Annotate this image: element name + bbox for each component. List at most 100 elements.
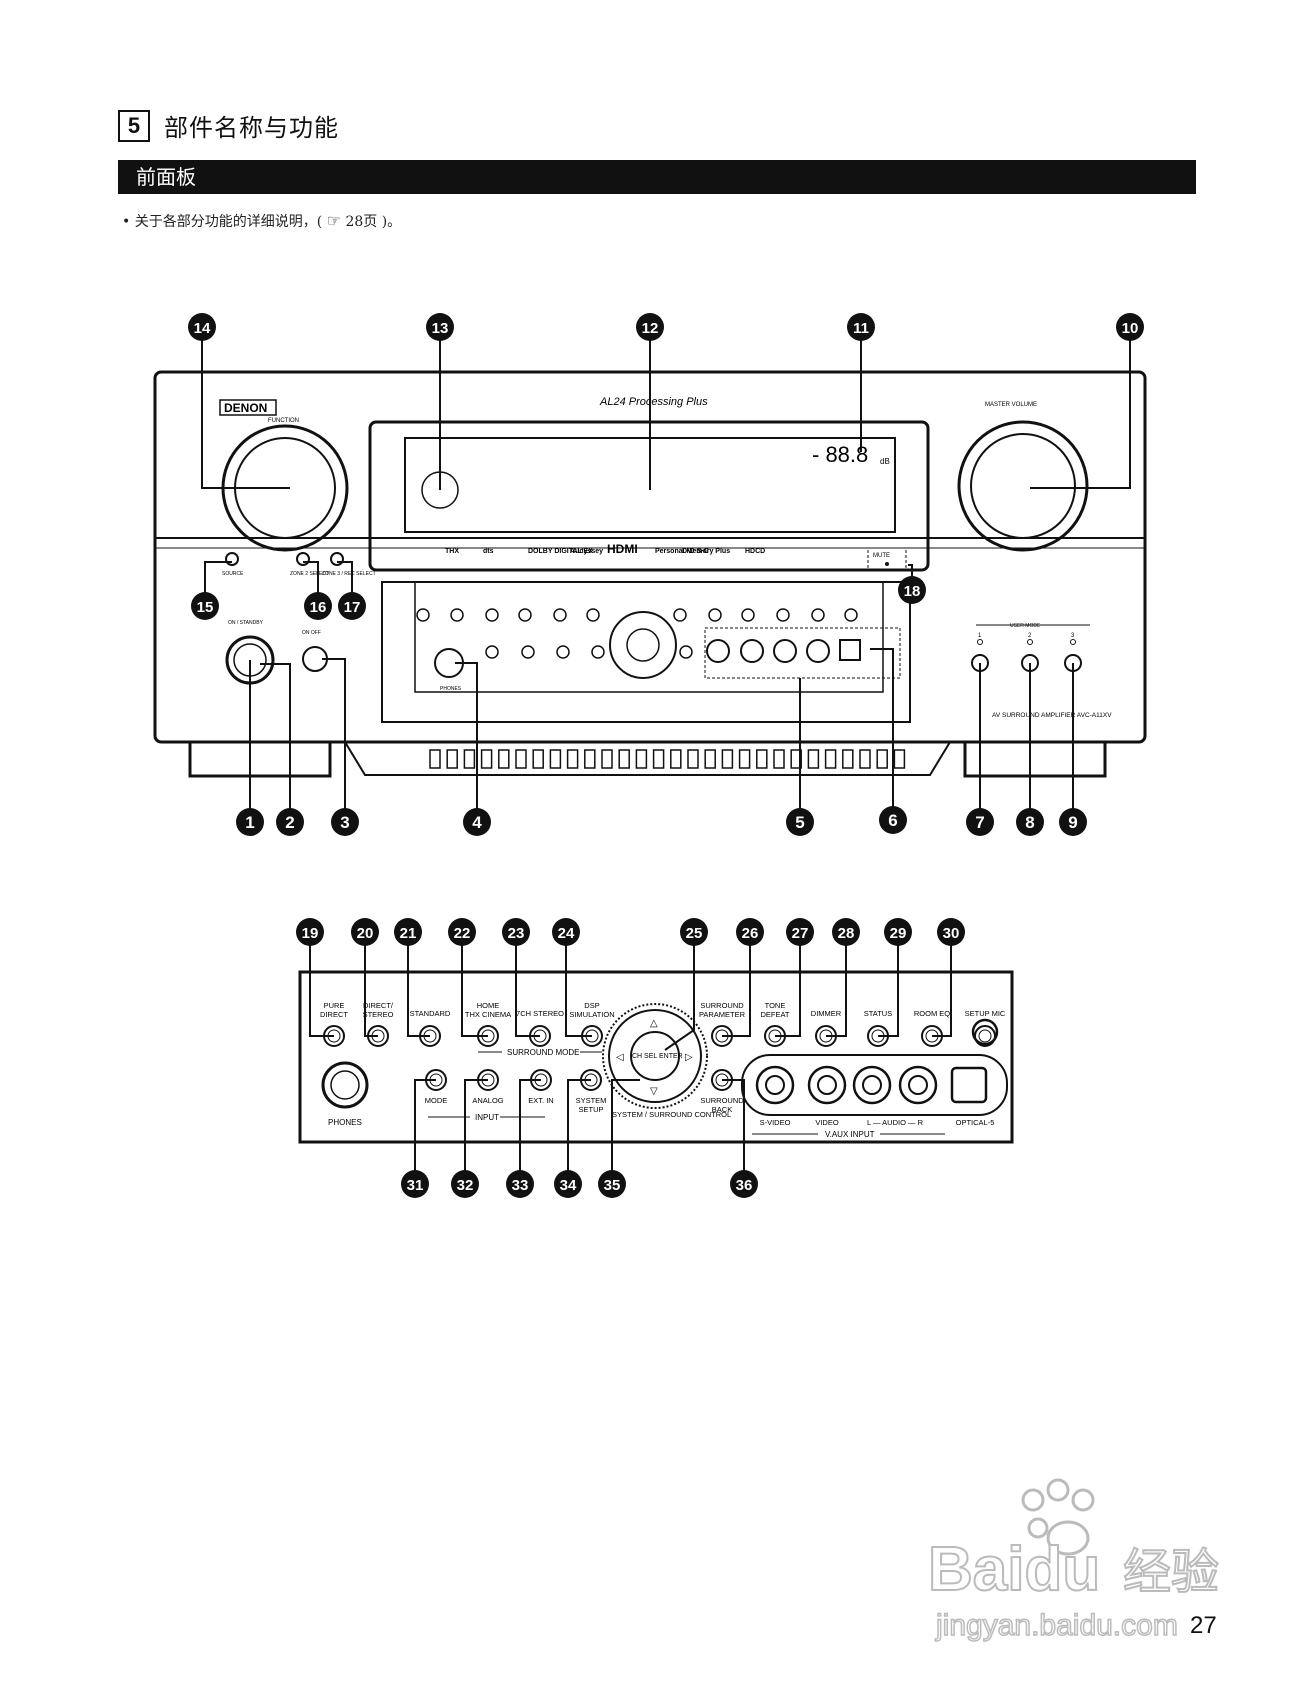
vent-slot (429, 749, 441, 769)
vent-slot (756, 749, 768, 769)
callout-marker (966, 808, 994, 836)
surround-mode-label: SURROUND MODE (507, 1048, 579, 1057)
callout-marker (506, 1170, 534, 1198)
callout-number: 19 (302, 925, 319, 942)
callout-marker (879, 806, 907, 834)
callout-number: 18 (904, 583, 921, 600)
aux-jack[interactable] (898, 1065, 938, 1105)
source-label: SOURCE (222, 571, 244, 577)
detail-button-label: STATUS (864, 1009, 892, 1018)
dial-caption: SYSTEM / SURROUND CONTROL (612, 1110, 731, 1119)
callout-marker (331, 808, 359, 836)
callout-marker (296, 918, 324, 946)
on-off-label: ON OFF (302, 630, 321, 636)
logo-1: dts (483, 548, 494, 555)
callout-marker (598, 1170, 626, 1198)
aux-jack-label: L — AUDIO — R (867, 1118, 924, 1127)
logo-3: Audyssey (570, 548, 603, 555)
aux-jack[interactable] (807, 1065, 847, 1105)
user-mode-number: 1 (978, 633, 982, 639)
callout-marker (730, 1170, 758, 1198)
mini-button (844, 608, 858, 622)
setup-mic-jack[interactable] (971, 1018, 999, 1046)
callout-marker (786, 808, 814, 836)
callout-number: 8 (1025, 813, 1034, 832)
zone3-label: ZONE 3 / REC SELECT (322, 571, 376, 577)
logo-7: HDCD (745, 548, 765, 555)
vent-slot (532, 749, 544, 769)
mini-button (586, 608, 600, 622)
detail-phones-label: PHONES (328, 1118, 362, 1127)
callout-number: 13 (432, 320, 449, 337)
detail-button-label: DIMMER (811, 1009, 842, 1018)
logo-6: D·D·S·C (682, 548, 709, 555)
mini-button (741, 608, 755, 622)
callout-marker (680, 918, 708, 946)
callout-number: 14 (194, 320, 211, 337)
callout-number: 16 (310, 599, 327, 616)
callout-marker (552, 918, 580, 946)
vent-slot (566, 749, 579, 769)
aux-jack-label: OPTICAL-5 (956, 1118, 995, 1127)
callout-number: 32 (457, 1177, 474, 1194)
section-title: 部件名称与功能 (164, 114, 339, 142)
subsection-bar: 前面板 (118, 160, 1196, 194)
mini-button (485, 608, 499, 622)
mini-jack (773, 639, 797, 663)
callout-number: 34 (560, 1177, 577, 1194)
master-volume-label: MASTER VOLUME (985, 402, 1037, 408)
vent-slot (893, 749, 906, 769)
subsection-title: 前面板 (136, 165, 196, 189)
note-text: 关于各部分功能的详细说明，( (134, 214, 323, 230)
display-unit: dB (880, 457, 890, 466)
callout-marker (898, 576, 926, 604)
detail-button-label: SETUP MIC (965, 1009, 1006, 1018)
vent-slot (687, 749, 699, 769)
user-mode-number: 3 (1071, 633, 1075, 639)
section-header: 5 部件名称与功能 (118, 108, 339, 143)
logo-2: DOLBY DIGITAL EX (528, 548, 593, 555)
detail-button[interactable] (974, 1025, 996, 1047)
callout-number: 17 (344, 599, 361, 616)
callout-marker (1016, 808, 1044, 836)
display-readout: - 88.8 (812, 442, 868, 467)
mini-button (673, 608, 687, 622)
watermark-url: jingyan.baidu.com (935, 1609, 1178, 1642)
aux-group-label: V.AUX INPUT (825, 1130, 875, 1139)
callout-number: 1 (245, 813, 254, 832)
vent-slot (670, 749, 682, 769)
callout-number: 9 (1068, 813, 1077, 832)
callout-marker (276, 808, 304, 836)
callout-marker (191, 592, 219, 620)
mini-button (521, 645, 535, 659)
callout-number: 24 (558, 925, 575, 942)
callout-marker (736, 918, 764, 946)
user-mode-led (977, 639, 983, 645)
callout-number: 25 (686, 925, 703, 942)
callout-marker (463, 808, 491, 836)
page-ref-link[interactable]: 28页 (345, 214, 378, 230)
callout-number: 21 (400, 925, 417, 942)
callout-number: 20 (357, 925, 374, 942)
aux-jack[interactable] (852, 1065, 892, 1105)
aux-jack[interactable] (755, 1065, 795, 1105)
vent-slot (721, 749, 734, 769)
callout-number: 22 (454, 925, 471, 942)
callout-marker (236, 808, 264, 836)
mini-button (591, 645, 605, 659)
user-mode-led (1027, 639, 1033, 645)
baidu-watermark: Baidu 经验 jingyan.baidu.com (927, 1478, 1220, 1643)
aux-optical-jack[interactable] (950, 1066, 988, 1104)
mini-jack (806, 639, 830, 663)
callout-number: 33 (512, 1177, 529, 1194)
mini-button (556, 645, 570, 659)
vent-slot (859, 749, 871, 769)
callout-number: 29 (890, 925, 907, 942)
callout-marker (426, 313, 454, 341)
callout-marker (832, 918, 860, 946)
dial-center-label: CH SEL ENTER (632, 1053, 683, 1060)
callout-marker (786, 918, 814, 946)
detail-button-label: EXT. IN (528, 1096, 553, 1105)
